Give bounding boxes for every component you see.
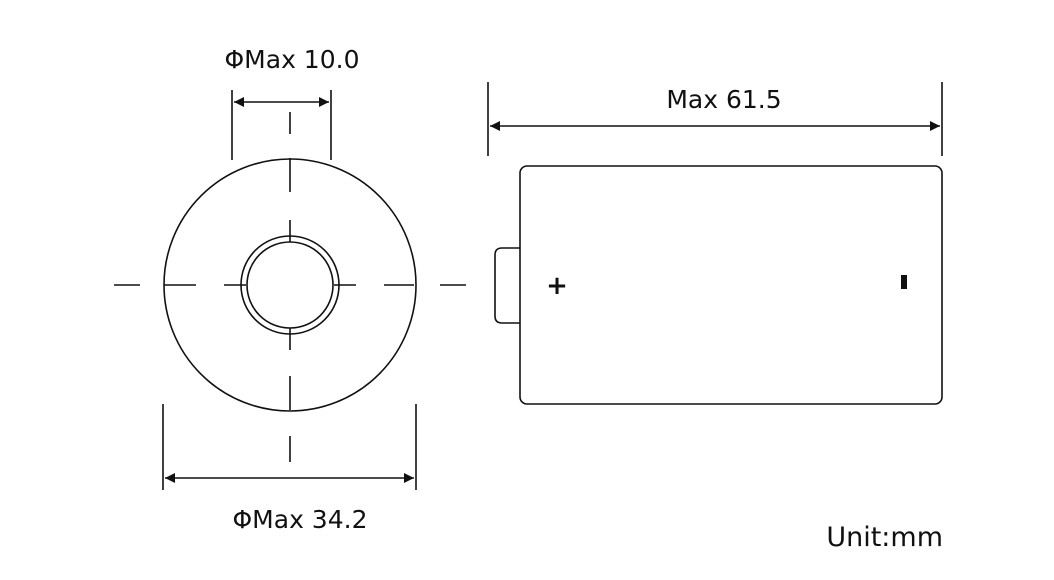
negative-sign-mark — [901, 275, 907, 289]
terminal-inner-circle — [246, 241, 334, 329]
length-label: Max 61.5 — [666, 85, 781, 114]
end-view — [114, 90, 466, 490]
positive-terminal-nub — [494, 247, 520, 324]
positive-sign: + — [546, 271, 568, 301]
side-view — [487, 82, 943, 405]
terminal-outer-circle — [240, 235, 340, 335]
unit-label: Unit:mm — [826, 522, 943, 553]
body-diameter-label: ΦMax 34.2 — [233, 505, 368, 534]
battery-body-outline — [519, 165, 943, 405]
body-outline-circle — [163, 158, 417, 412]
negative-sign: - — [899, 271, 910, 301]
terminal-diameter-label: ΦMax 10.0 — [225, 45, 360, 74]
